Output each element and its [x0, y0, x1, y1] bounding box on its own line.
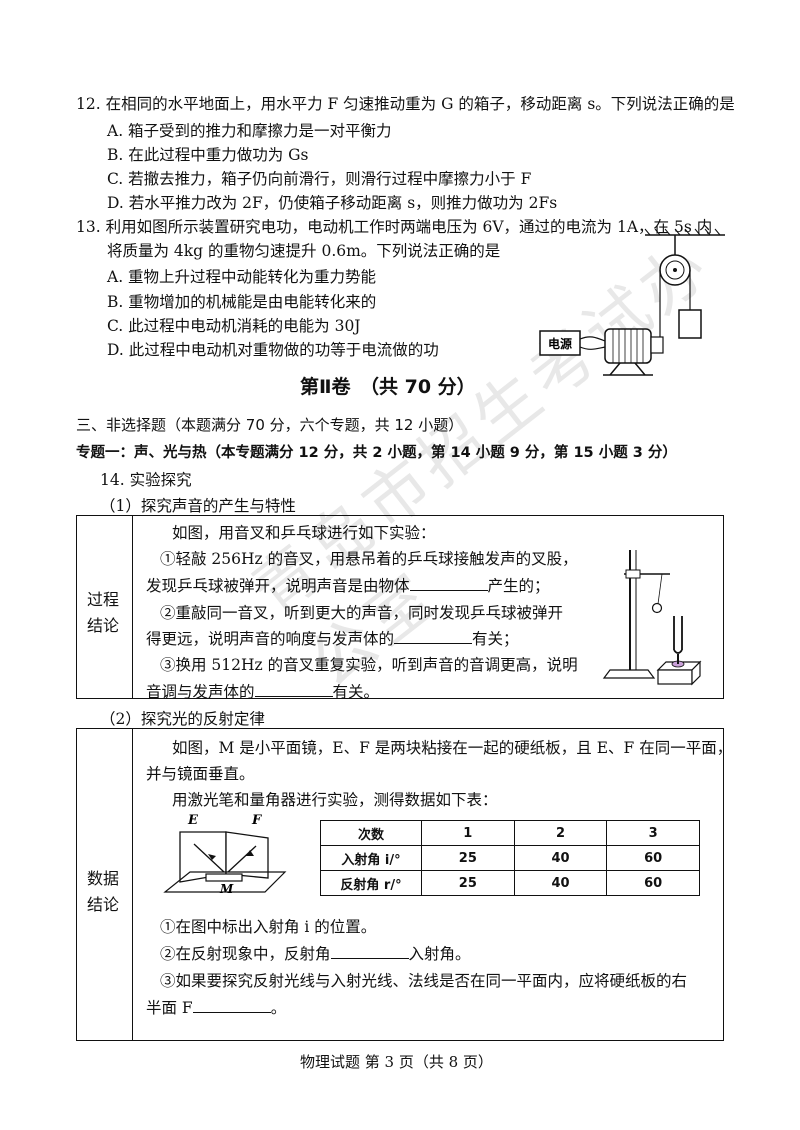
- power-source-label: 电源: [548, 336, 572, 351]
- sub1-line2a: ①轻敲 256Hz 的音叉，用悬吊着的乒乓球接触发声的叉股，: [160, 550, 578, 568]
- table-header-cell: 2: [513, 820, 608, 846]
- sub2-line2: 并与镜面垂直。: [146, 765, 255, 783]
- sub2-conclusion-1: ①在图中标出入射角 i 的位置。: [160, 918, 377, 936]
- table-header-cell: 次数: [320, 820, 422, 846]
- q12-option-c: C. 若撤去推力，箱子仍向前滑行，则滑行过程中摩擦力小于 F: [107, 170, 532, 188]
- table-row: 入射角 i/° 25 40 60: [320, 845, 700, 871]
- sub1-blank-3[interactable]: [254, 682, 333, 697]
- q12-stem: 12. 在相同的水平地面上，用水平力 F 匀速推动重为 G 的箱子，移动距离 s…: [76, 95, 735, 113]
- table-cell: 40: [513, 845, 608, 871]
- fig-label-e: E: [187, 813, 199, 828]
- sub1-line2: 发现乒乓球被弹开，说明声音是由物体产生的；: [146, 576, 550, 595]
- sub2-conclusion-2: ②在反射现象中，反射角入射角。: [160, 944, 471, 963]
- q12-option-a: A. 箱子受到的推力和摩擦力是一对平衡力: [107, 122, 392, 140]
- q14-title: 14. 实验探究: [100, 471, 192, 489]
- sub2-line1: 如图，M 是小平面镜，E、F 是两块粘接在一起的硬纸板，且 E、F 在同一平面，: [172, 739, 733, 757]
- table-header-cell: 3: [606, 820, 700, 846]
- table-cell: 60: [606, 845, 700, 871]
- sub1-line1: 如图，用音叉和乒乓球进行如下实验：: [172, 524, 436, 542]
- sub2-blank-2[interactable]: [192, 998, 271, 1013]
- part3-heading: 三、非选择题（本题满分 70 分，六个专题，共 12 小题）: [76, 416, 464, 434]
- q13-option-b: B. 重物增加的机械能是由电能转化来的: [107, 293, 377, 311]
- reflection-data-table: 次数 1 2 3 入射角 i/° 25 40 60 反射角 r/° 25 40 …: [320, 820, 700, 896]
- table-cell: 60: [606, 870, 700, 896]
- q13-stem-line1: 13. 利用如图所示装置研究电功，电动机工作时两端电压为 6V，通过的电流为 1…: [76, 218, 713, 236]
- sub1-line4: 音调与发声体的有关。: [146, 682, 380, 701]
- sub1-box: [76, 515, 724, 699]
- q13-option-d: D. 此过程中电动机对重物做的功等于电流做的功: [107, 341, 439, 359]
- sub1-title: （1）探究声音的产生与特性: [100, 497, 296, 515]
- page-footer: 物理试题 第 3 页（共 8 页）: [300, 1053, 493, 1071]
- fig-label-m: M: [219, 882, 234, 896]
- q13-stem-line2: 将质量为 4kg 的重物匀速提升 0.6m。下列说法正确的是: [107, 242, 501, 260]
- sub2-conclusion-3a: ③如果要探究反射光线与入射光线、法线是否在同一平面内，应将硬纸板的右: [160, 972, 688, 990]
- sub1-line3a: ②重敲同一音叉，听到更大的声音，同时发现乒乓球被弹开: [160, 604, 564, 622]
- sub2-side-label-1: 数据: [87, 869, 120, 888]
- sub1-line3: 得更远，说明声音的响度与发声体的有关；: [146, 629, 519, 648]
- table-row: 反射角 r/° 25 40 60: [320, 870, 700, 896]
- table-cell: 反射角 r/°: [320, 870, 422, 896]
- table-header-row: 次数 1 2 3: [320, 820, 700, 846]
- sub2-side-label-2: 结论: [87, 895, 120, 914]
- topic1-heading: 专题一：声、光与热（本专题满分 12 分，共 2 小题，第 14 小题 9 分，…: [76, 445, 677, 461]
- sub2-blank-1[interactable]: [330, 944, 409, 959]
- table-cell: 25: [421, 870, 515, 896]
- sub2-line3: 用激光笔和量角器进行实验，测得数据如下表：: [172, 791, 498, 809]
- q12-option-b: B. 在此过程中重力做功为 Gs: [107, 146, 309, 164]
- table-cell: 入射角 i/°: [320, 845, 422, 871]
- section2-title: 第Ⅱ卷 （共 70 分）: [300, 376, 476, 398]
- table-header-cell: 1: [421, 820, 515, 846]
- table-cell: 40: [513, 870, 608, 896]
- motor-pulley-figure: 电源: [539, 228, 725, 376]
- sub1-line4a: ③换用 512Hz 的音叉重复实验，听到声音的音调更高，说明: [160, 656, 578, 674]
- sub1-blank-1[interactable]: [409, 576, 488, 591]
- q13-option-c: C. 此过程中电动机消耗的电能为 30J: [107, 317, 361, 335]
- mirror-figure: E F M: [163, 813, 287, 896]
- sub1-side-label-1: 过程: [87, 590, 120, 609]
- sub2-conclusion-3b: 半面 F。: [146, 998, 287, 1017]
- table-cell: 25: [421, 845, 515, 871]
- tuning-fork-figure: [602, 550, 702, 686]
- sub1-blank-2[interactable]: [394, 629, 473, 644]
- sub2-title: （2）探究光的反射定律: [100, 710, 265, 728]
- fig-label-f: F: [251, 813, 262, 828]
- q12-option-d: D. 若水平推力改为 2F，仍使箱子移动距离 s，则推力做功为 2Fs: [107, 194, 558, 212]
- sub1-side-label-2: 结论: [87, 616, 120, 635]
- q13-option-a: A. 重物上升过程中动能转化为重力势能: [107, 268, 377, 286]
